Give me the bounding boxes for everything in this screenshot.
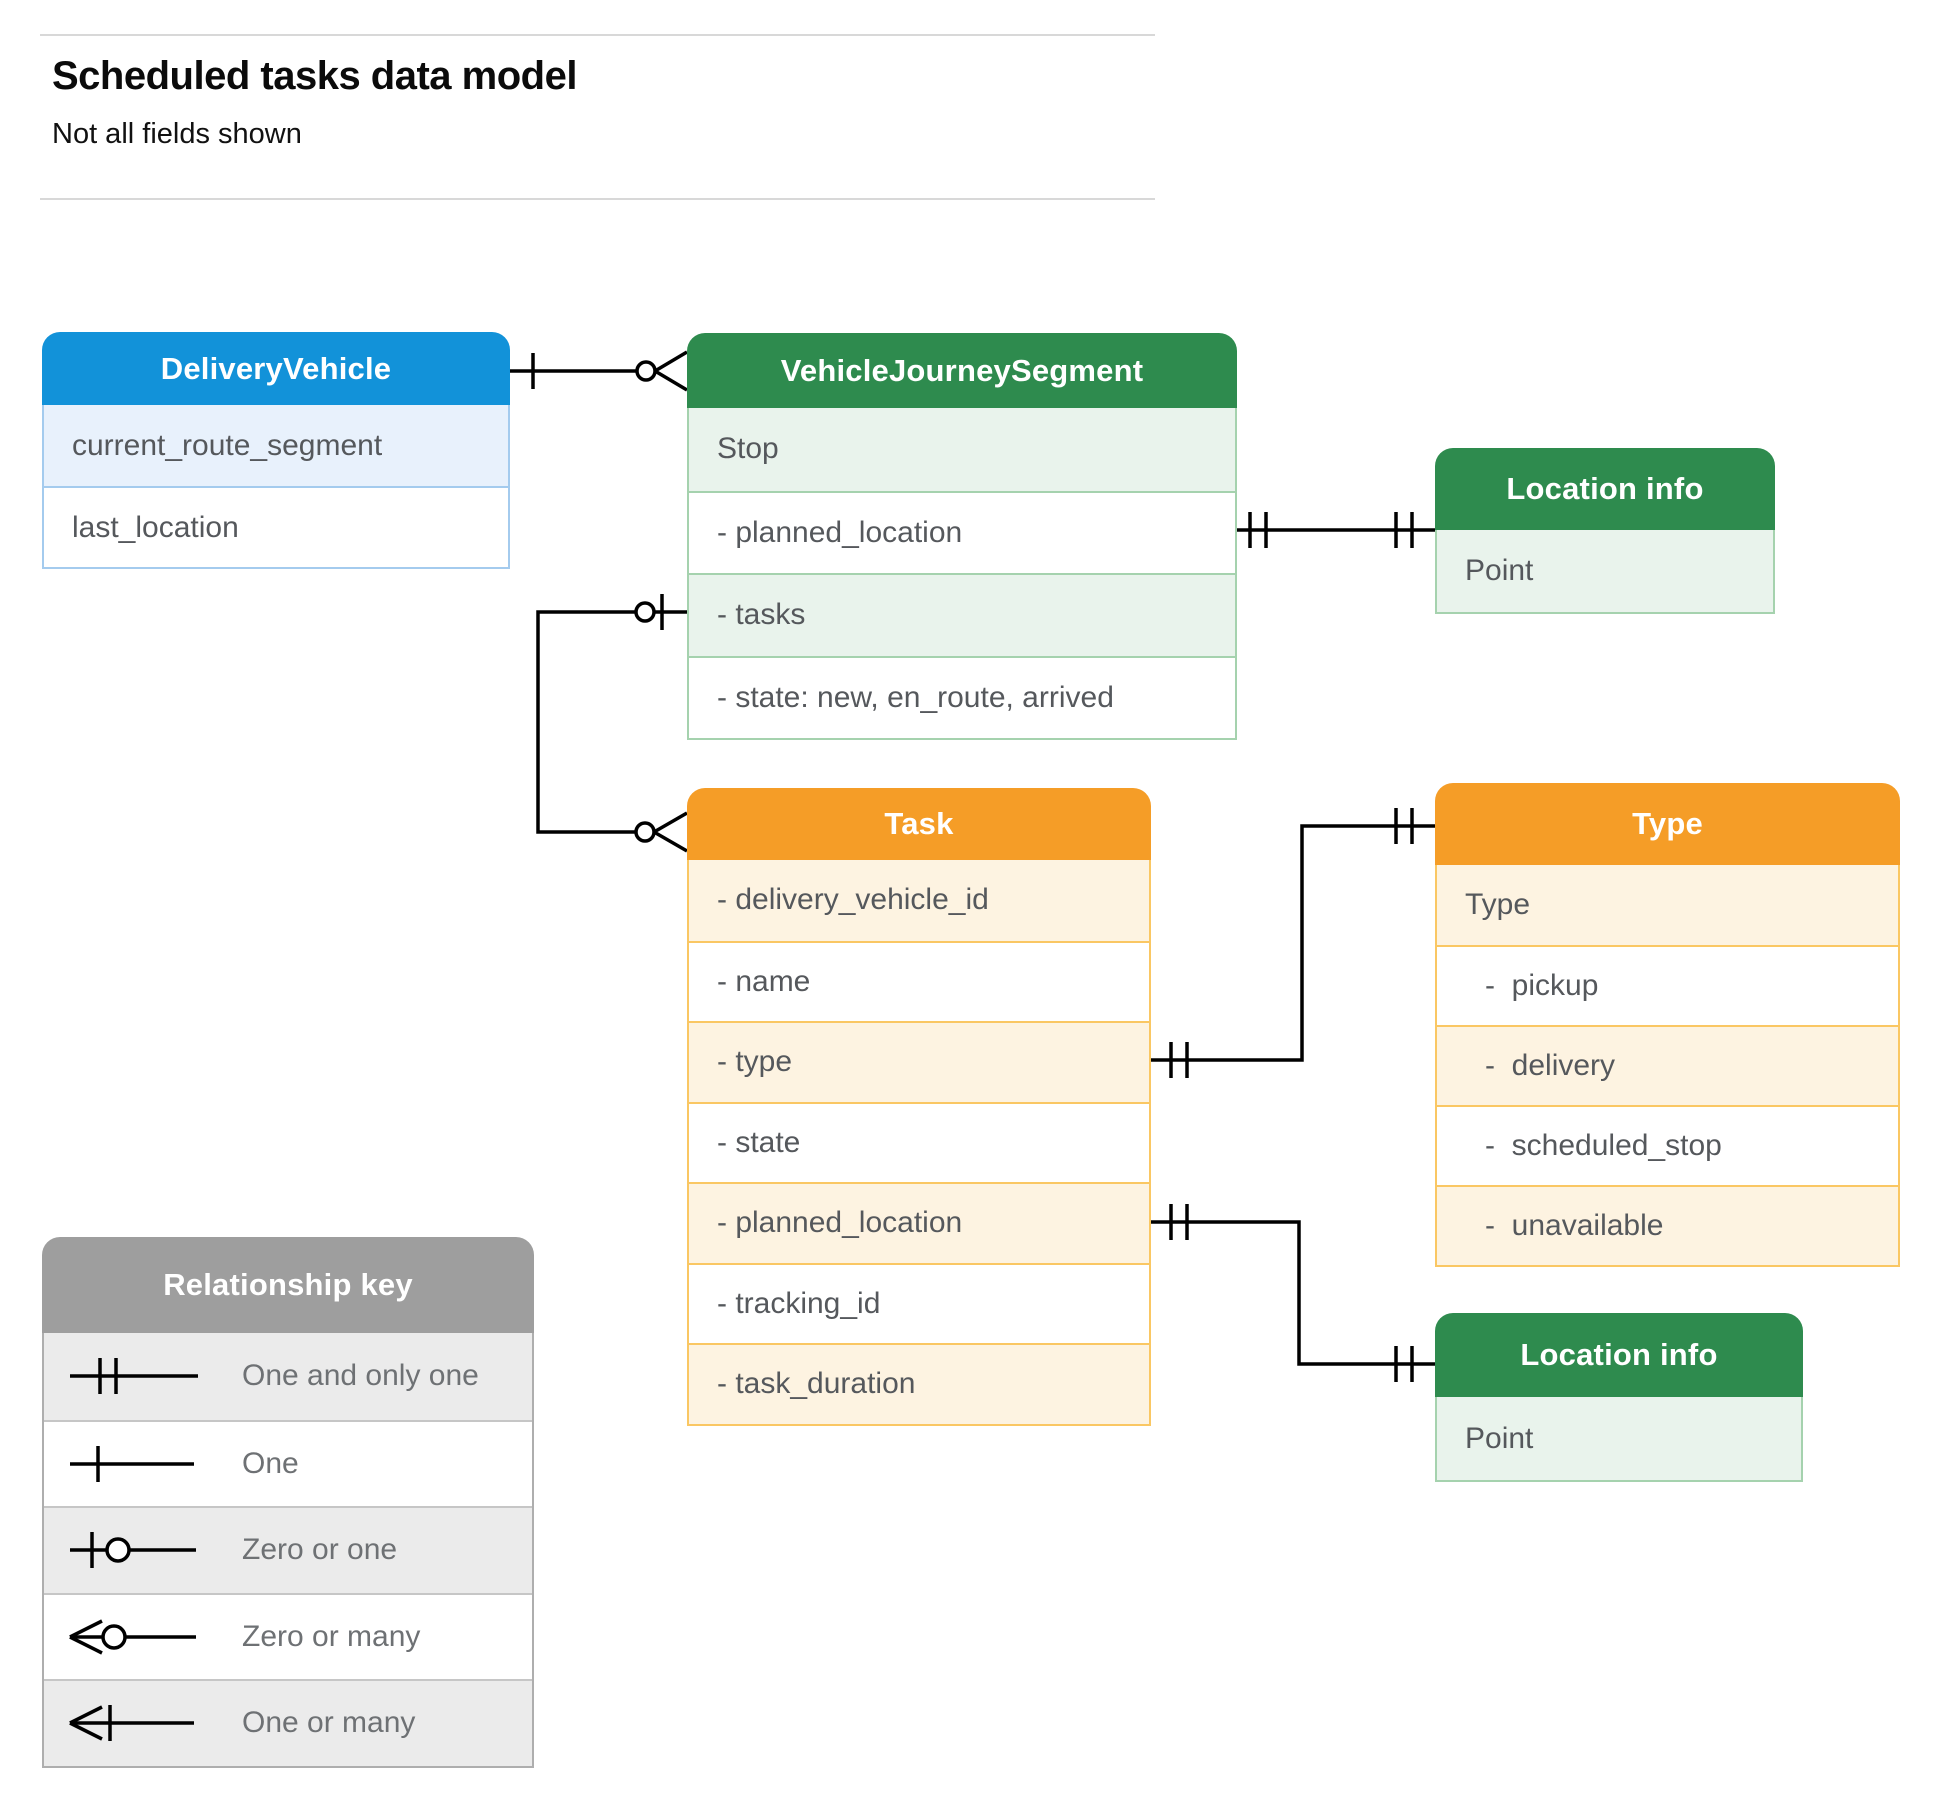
page-subtitle: Not all fields shown [52,118,302,150]
entity-row: current_route_segment [44,405,508,486]
entity-vehicle-journey-segment: VehicleJourneySegment Stop- planned_loca… [687,333,1237,740]
legend-row: One or many [44,1679,532,1766]
legend-label: Zero or one [242,1533,398,1567]
one-and-only-one-icon [70,1358,198,1395]
connector-vehiclejourneysegment-tasks-to-task [536,594,688,853]
entity-rows: Point [1435,1397,1803,1482]
entity-header: Task [687,788,1151,860]
entity-header: Type [1435,783,1900,865]
entity-location-info-task: Location info Point [1435,1313,1803,1482]
one-or-many-icon [69,1705,194,1742]
entity-row: Stop [689,408,1235,491]
entity-row: - state [689,1101,1149,1183]
entity-row: - planned_location [689,490,1235,574]
entity-row: - delivery_vehicle_id [689,860,1149,941]
entity-row: - scheduled_stop [1437,1105,1898,1185]
legend-row: One and only one [44,1333,532,1420]
entity-row: - tasks [689,573,1235,656]
entity-rows: Stop- planned_location- tasks- state: ne… [687,408,1237,740]
legend-label: Zero or many [242,1619,421,1653]
entity-row: - delivery [1437,1025,1898,1105]
entity-row: last_location [44,486,508,567]
zero-or-many-icon [69,1619,196,1655]
entity-row: - type [689,1021,1149,1102]
entity-row: Type [1437,865,1898,945]
entity-type: Type Type- pickup- delivery- scheduled_s… [1435,783,1900,1267]
legend-row: Zero or one [44,1506,532,1593]
entity-row: Point [1437,1397,1801,1480]
entity-rows: Point [1435,530,1775,614]
title-divider [40,198,1155,200]
connector-task-type-to-type [1151,808,1435,1078]
entity-header: Location info [1435,448,1775,530]
connector-vehiclejourneysegment-plannedlocation-to-locationinfo [1237,512,1435,548]
entity-row: - task_duration [689,1343,1149,1424]
entity-location-info-stop: Location info Point [1435,448,1775,614]
legend-label: One [242,1446,299,1480]
entity-rows: - delivery_vehicle_id- name- type- state… [687,860,1151,1426]
entity-row: - pickup [1437,945,1898,1025]
connector-deliveryvehicle-to-vehiclejourneysegment [510,350,688,392]
legend-row: Zero or many [44,1592,532,1680]
connector-task-plannedlocation-to-locationinfo [1151,1204,1435,1382]
legend-row: One [44,1419,532,1507]
entity-row: - state: new, en_route, arrived [689,655,1235,739]
entity-header: VehicleJourneySegment [687,333,1237,408]
legend-label: One and only one [242,1359,479,1393]
entity-row: - tracking_id [689,1262,1149,1344]
entity-rows: Type- pickup- delivery- scheduled_stop- … [1435,865,1900,1267]
entity-row: - planned_location [689,1182,1149,1263]
entity-header: DeliveryVehicle [42,332,510,405]
one-icon [70,1445,194,1482]
top-divider [40,34,1155,36]
entity-header: Location info [1435,1313,1803,1397]
entity-row: Point [1437,530,1773,612]
entity-row: - unavailable [1437,1185,1898,1265]
entity-row: - name [689,940,1149,1022]
relationship-key-title: Relationship key [42,1237,534,1333]
zero-or-one-icon [70,1532,196,1569]
page-title: Scheduled tasks data model [52,54,577,98]
legend-label: One or many [242,1706,416,1740]
entity-task: Task - delivery_vehicle_id- name- type- … [687,788,1151,1426]
